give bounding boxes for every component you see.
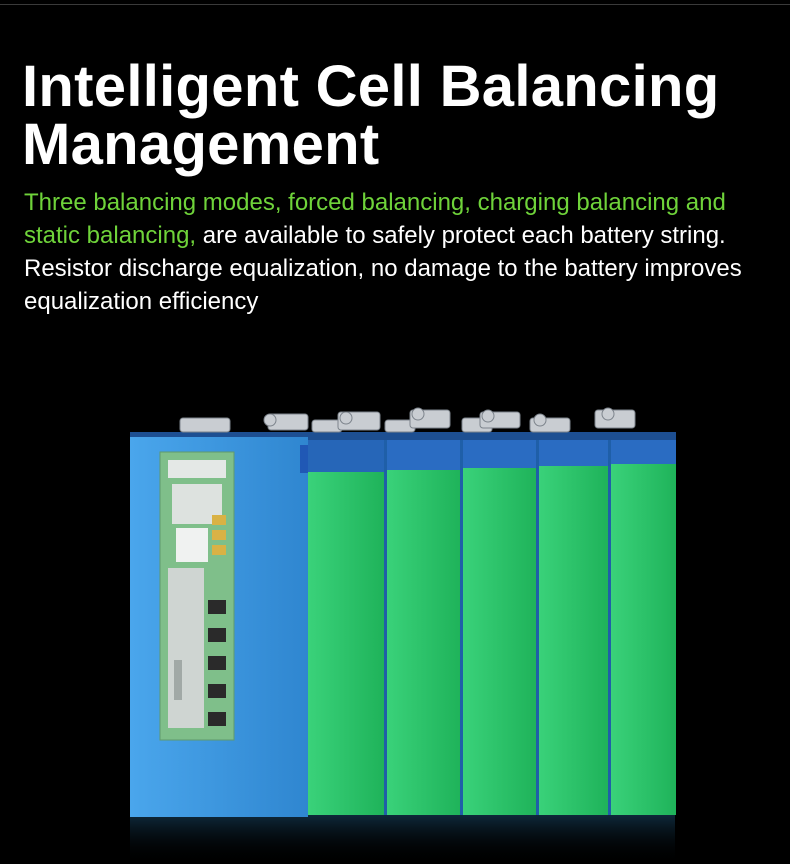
- title-line-1: Intelligent Cell Balancing: [22, 54, 720, 119]
- battery-cell-cap: [610, 440, 676, 464]
- title-line-2: Management: [22, 112, 380, 177]
- battery-cell: [610, 440, 676, 815]
- cell-terminals: [179, 407, 636, 433]
- description-highlight: Three balancing modes, forced balancing,…: [24, 189, 726, 249]
- battery-cell: [462, 440, 536, 815]
- battery-cell: [538, 440, 608, 815]
- top-divider: [0, 4, 790, 5]
- battery-cell: [386, 440, 460, 815]
- battery-cell-cap: [308, 440, 384, 472]
- description-text: are available to safely protect each bat…: [24, 222, 742, 315]
- page-title: Intelligent Cell Balancing Management: [22, 58, 782, 174]
- bms-board: [159, 451, 235, 741]
- battery-cell-cap: [538, 440, 608, 466]
- battery-cell: [308, 440, 384, 815]
- battery-cells: [308, 440, 676, 815]
- battery-cell-cap: [462, 440, 536, 468]
- floor-reflection: [130, 815, 675, 864]
- battery-cell-cap: [386, 440, 460, 470]
- feature-description: Three balancing modes, forced balancing,…: [24, 186, 784, 318]
- battery-pack-illustration: [130, 407, 676, 864]
